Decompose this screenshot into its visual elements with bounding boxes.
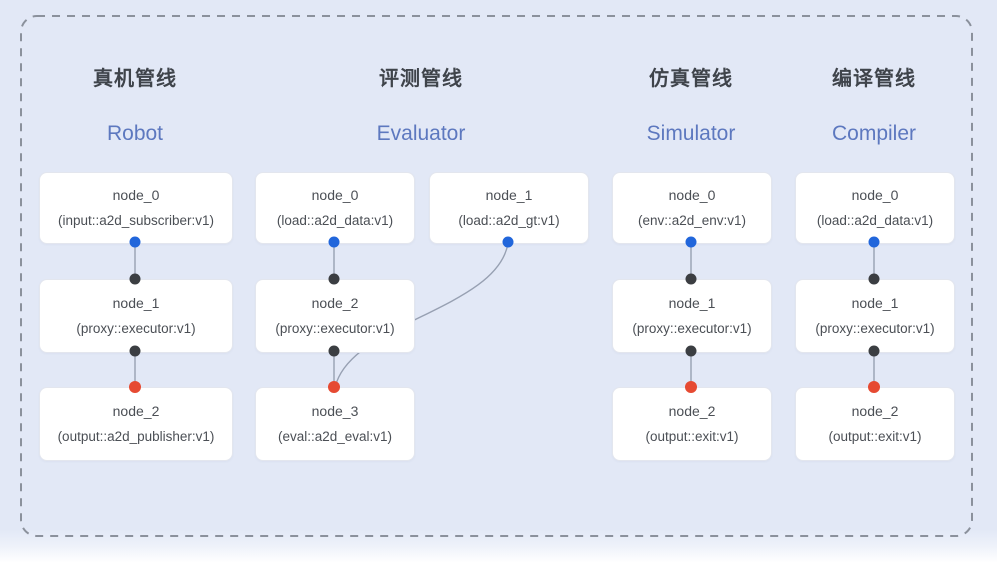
node-type: (load::a2d_gt:v1) [458, 213, 560, 228]
pipeline-title-en-simulator: Simulator [646, 122, 736, 145]
node-type: (load::a2d_data:v1) [276, 213, 394, 228]
node-name: node_1 [851, 295, 899, 311]
node-type: (proxy::executor:v1) [815, 321, 935, 336]
node-name: node_2 [851, 403, 899, 419]
node-box-evaluator-node_1: node_1 (load::a2d_gt:v1) [429, 172, 589, 244]
node-type: (proxy::executor:v1) [76, 321, 196, 336]
node-box-evaluator-node_3: node_3 (eval::a2d_eval:v1) [255, 387, 415, 461]
node-type: (eval::a2d_eval:v1) [277, 429, 393, 444]
node-box-compiler-node_2: node_2 (output::exit:v1) [795, 387, 955, 461]
node-name: node_0 [311, 187, 359, 203]
node-name: node_2 [311, 295, 359, 311]
node-box-simulator-node_0: node_0 (env::a2d_env:v1) [612, 172, 772, 244]
node-type: (output::exit:v1) [645, 429, 739, 444]
node-box-simulator-node_1: node_1 (proxy::executor:v1) [612, 279, 772, 353]
node-box-simulator-node_2: node_2 (output::exit:v1) [612, 387, 772, 461]
node-box-robot-node_1: node_1 (proxy::executor:v1) [39, 279, 233, 353]
node-type: (env::a2d_env:v1) [637, 213, 747, 228]
node-name: node_3 [311, 403, 359, 419]
node-box-compiler-node_0: node_0 (load::a2d_data:v1) [795, 172, 955, 244]
node-type: (proxy::executor:v1) [632, 321, 752, 336]
node-name: node_0 [668, 187, 716, 203]
node-type: (output::a2d_publisher:v1) [57, 429, 215, 444]
node-type: (output::exit:v1) [828, 429, 922, 444]
node-box-robot-node_2: node_2 (output::a2d_publisher:v1) [39, 387, 233, 461]
pipeline-title-zh-evaluator: 评测管线 [379, 68, 463, 90]
node-name: node_2 [668, 403, 716, 419]
node-box-compiler-node_1: node_1 (proxy::executor:v1) [795, 279, 955, 353]
pipeline-title-en-evaluator: Evaluator [376, 122, 466, 145]
node-type: (proxy::executor:v1) [275, 321, 395, 336]
node-name: node_0 [112, 187, 160, 203]
pipeline-title-zh-simulator: 仿真管线 [649, 68, 733, 90]
node-type: (input::a2d_subscriber:v1) [57, 213, 215, 228]
node-name: node_1 [112, 295, 160, 311]
node-box-evaluator-node_2: node_2 (proxy::executor:v1) [255, 279, 415, 353]
node-name: node_2 [112, 403, 160, 419]
pipeline-title-zh-robot: 真机管线 [93, 68, 177, 90]
node-name: node_0 [851, 187, 899, 203]
node-box-evaluator-node_0: node_0 (load::a2d_data:v1) [255, 172, 415, 244]
node-name: node_1 [668, 295, 716, 311]
pipeline-title-zh-compiler: 编译管线 [832, 68, 916, 90]
node-type: (load::a2d_data:v1) [816, 213, 934, 228]
node-name: node_1 [485, 187, 533, 203]
node-box-robot-node_0: node_0 (input::a2d_subscriber:v1) [39, 172, 233, 244]
pipeline-title-en-compiler: Compiler [831, 122, 917, 145]
pipeline-title-en-robot: Robot [106, 122, 164, 145]
